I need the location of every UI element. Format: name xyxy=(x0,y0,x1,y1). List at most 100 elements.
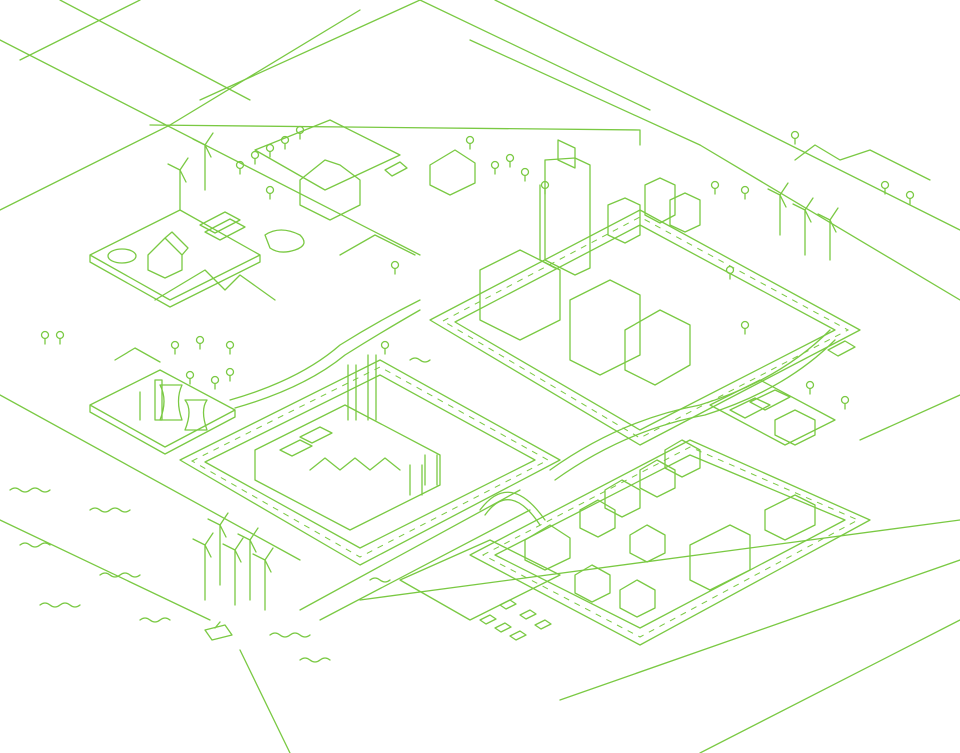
factory-roof xyxy=(309,457,401,471)
tree-icon xyxy=(195,335,205,350)
water-wave-icon xyxy=(299,657,331,663)
skyscraper-icon xyxy=(557,139,576,169)
bridge-icon xyxy=(484,499,541,526)
building xyxy=(479,249,561,341)
plot xyxy=(709,379,836,446)
house-icon xyxy=(574,564,611,603)
downtown-block xyxy=(479,139,701,386)
power-plant-block xyxy=(89,369,236,455)
tree-icon xyxy=(840,395,850,410)
field-line xyxy=(19,0,141,61)
tree-icon xyxy=(390,260,400,275)
plot xyxy=(89,369,236,455)
road-edge xyxy=(299,489,521,611)
hill xyxy=(264,229,305,253)
wind-turbine-icon xyxy=(222,537,244,606)
field-line xyxy=(59,0,251,101)
factory-icon xyxy=(254,404,441,531)
road-lane xyxy=(481,446,860,638)
field-line xyxy=(559,559,960,701)
hill xyxy=(339,234,416,256)
tree-icon xyxy=(250,150,260,165)
tree-icon xyxy=(880,180,890,195)
house-icon xyxy=(764,494,816,541)
tree-icon xyxy=(540,180,550,195)
chimney xyxy=(347,354,377,421)
house-icon xyxy=(524,524,571,571)
field-line xyxy=(494,0,960,231)
hill xyxy=(114,347,161,363)
hill xyxy=(154,269,276,301)
road-edge xyxy=(494,454,846,629)
car-icon xyxy=(499,599,517,610)
tree-icon xyxy=(520,167,530,182)
field-line xyxy=(0,519,211,621)
tree-icon xyxy=(235,160,245,175)
car-icon xyxy=(509,630,527,641)
tree-icon xyxy=(505,153,515,168)
field-line xyxy=(419,0,651,111)
car-icon xyxy=(827,340,856,357)
house-icon xyxy=(429,149,476,196)
barn-block xyxy=(254,119,476,221)
tree-icon xyxy=(805,380,815,395)
road-edge xyxy=(469,439,871,646)
tree-icon xyxy=(380,340,390,355)
river xyxy=(229,299,836,526)
water-wave-icon xyxy=(369,577,391,583)
solar-panel-icon xyxy=(199,211,246,241)
field-line xyxy=(199,0,421,101)
field-line xyxy=(699,619,960,753)
water-wave-icon xyxy=(409,357,431,363)
wind-turbine-icon xyxy=(817,207,839,261)
tree-icon xyxy=(210,375,220,390)
building xyxy=(624,309,691,386)
boat-icon xyxy=(204,621,233,641)
wind-turbine-icon xyxy=(767,182,789,236)
farm-plot xyxy=(89,209,261,308)
tree-icon xyxy=(725,265,735,280)
pond xyxy=(107,248,137,264)
bridge-icon xyxy=(479,491,546,521)
building xyxy=(774,409,816,446)
tree-icon xyxy=(740,185,750,200)
house-icon xyxy=(604,479,641,518)
barn xyxy=(299,159,361,221)
field-line xyxy=(359,519,960,601)
house-icon xyxy=(147,231,189,279)
tree-icon xyxy=(710,180,720,195)
road-lane xyxy=(441,216,850,439)
car-icon xyxy=(519,609,537,620)
road-edge xyxy=(204,374,536,549)
cooling-tower-icon xyxy=(159,384,183,421)
farm-block xyxy=(89,209,261,308)
wind-turbine-icon xyxy=(192,532,214,601)
tree-icon xyxy=(40,330,50,345)
skyscraper-icon xyxy=(544,157,591,276)
building xyxy=(669,192,701,233)
field-line xyxy=(0,394,301,561)
tree-icon xyxy=(185,370,195,385)
field-line xyxy=(0,39,421,256)
wind-turbine-icon xyxy=(192,132,214,191)
car-icon xyxy=(384,161,408,177)
tree-icon xyxy=(280,135,290,150)
water-wave-icon xyxy=(269,632,311,638)
car-icon xyxy=(494,622,512,633)
road-edge xyxy=(319,509,531,621)
wind-turbines xyxy=(167,132,839,611)
tree-icon xyxy=(740,320,750,335)
house-icon xyxy=(629,524,666,563)
silo xyxy=(409,454,438,496)
tree-icon xyxy=(265,185,275,200)
water-wave-icon xyxy=(39,602,81,608)
field-line xyxy=(239,649,291,753)
field-line xyxy=(469,39,701,146)
house-icon xyxy=(664,439,701,478)
river-bank xyxy=(229,299,421,401)
road-edge xyxy=(454,224,836,431)
solar-farm xyxy=(709,340,856,446)
tree-icon xyxy=(295,125,305,140)
house-icon xyxy=(619,579,656,618)
